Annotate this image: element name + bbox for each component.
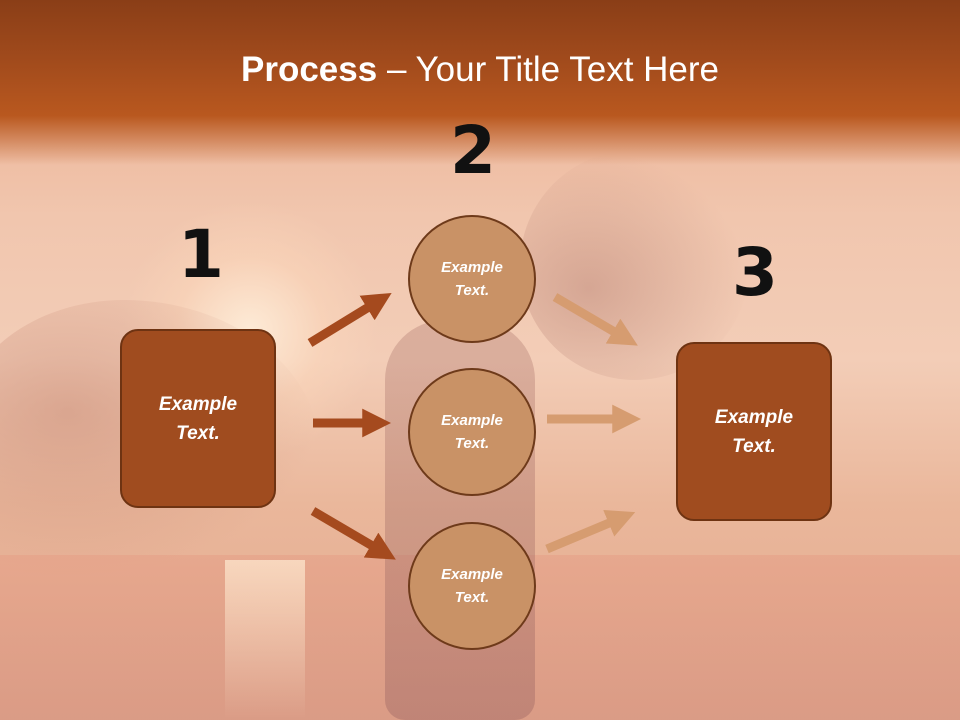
slide-title[interactable]: Process – Your Title Text Here [0, 50, 960, 90]
step-number-2: 2 [450, 112, 496, 189]
right-box-text: Example Text. [714, 406, 794, 457]
left-step-box[interactable]: Example Text. [120, 329, 276, 508]
title-bar [0, 0, 960, 165]
sun-reflection [225, 560, 305, 720]
title-bold: Process [241, 50, 378, 89]
step-number-3: 3 [732, 234, 778, 311]
arrow-right-up [552, 293, 638, 346]
circle-middle[interactable]: Example Text. [408, 368, 536, 496]
circle-bottom[interactable]: Example Text. [408, 522, 536, 650]
step-number-1: 1 [178, 216, 224, 293]
title-rest: – Your Title Text Here [377, 50, 719, 89]
arrow-left-up [307, 292, 392, 347]
arrow-right-down [545, 509, 636, 554]
circle-middle-text: Example Text. [441, 412, 503, 452]
circle-top-text: Example Text. [441, 259, 503, 299]
arrow-left-down [310, 507, 396, 560]
right-step-box[interactable]: Example Text. [676, 342, 832, 521]
circle-top[interactable]: Example Text. [408, 215, 536, 343]
circle-bottom-text: Example Text. [441, 566, 503, 606]
left-box-text: Example Text. [158, 393, 238, 444]
